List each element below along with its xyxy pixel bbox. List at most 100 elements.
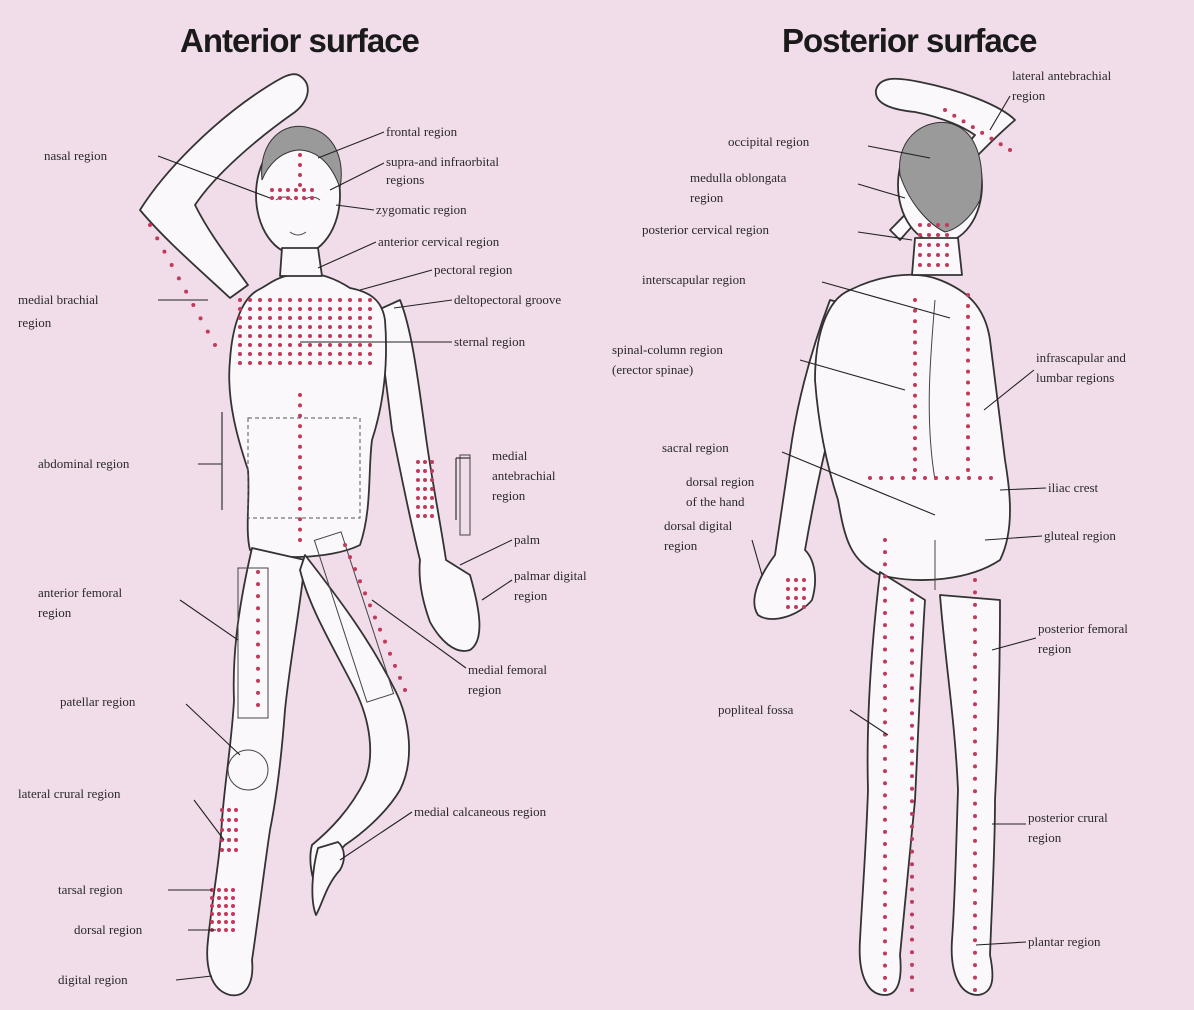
region-dot <box>910 938 914 942</box>
region-dot <box>220 848 224 852</box>
region-dot <box>248 307 252 311</box>
region-dot <box>989 137 993 141</box>
region-dot <box>973 951 977 955</box>
region-dot <box>973 839 977 843</box>
region-dot <box>258 325 262 329</box>
label-anterior-femoral-2: region <box>38 605 72 620</box>
label-abdominal-region: abdominal region <box>38 456 130 471</box>
label-spinal-column-1: spinal-column region <box>612 342 723 357</box>
region-dot <box>868 476 872 480</box>
region-dot <box>238 307 242 311</box>
region-dot <box>973 715 977 719</box>
region-dot <box>952 114 956 118</box>
region-dot <box>973 876 977 880</box>
region-dot <box>210 904 214 908</box>
region-dot <box>883 720 887 724</box>
region-dot <box>368 361 372 365</box>
region-dot <box>973 665 977 669</box>
region-dot <box>238 361 242 365</box>
region-dot <box>318 307 322 311</box>
region-dot <box>298 538 302 542</box>
region-dot <box>256 691 260 695</box>
region-dot <box>883 757 887 761</box>
region-dot <box>913 436 917 440</box>
region-dot <box>973 901 977 905</box>
region-dot <box>286 188 290 192</box>
region-dot <box>358 361 362 365</box>
region-dot <box>1008 148 1012 152</box>
label-gluteal-region: gluteal region <box>1044 528 1116 543</box>
region-dot <box>348 325 352 329</box>
region-dot <box>956 476 960 480</box>
region-dot <box>302 188 306 192</box>
region-dot <box>973 702 977 706</box>
label-posterior-crural-2: region <box>1028 830 1062 845</box>
region-dot <box>883 562 887 566</box>
label-infrascapular-1: infrascapular and <box>1036 350 1126 365</box>
region-dot <box>258 307 262 311</box>
region-dot <box>966 457 970 461</box>
label-dorsal-hand-2: of the hand <box>686 494 745 509</box>
region-dot <box>268 307 272 311</box>
region-dot <box>913 457 917 461</box>
label-anterior-femoral-1: anterior femoral <box>38 585 122 600</box>
region-dot <box>278 361 282 365</box>
region-dot <box>298 307 302 311</box>
region-dot <box>328 325 332 329</box>
region-dot <box>786 596 790 600</box>
region-dot <box>910 762 914 766</box>
region-dot <box>883 660 887 664</box>
region-dot <box>883 830 887 834</box>
region-dot <box>927 253 931 257</box>
label-plantar-region: plantar region <box>1028 934 1101 949</box>
anterior-title: Anterior surface <box>180 22 420 59</box>
region-dot <box>910 963 914 967</box>
region-dot <box>927 263 931 267</box>
region-dot <box>224 904 228 908</box>
region-dot <box>883 939 887 943</box>
region-dot <box>423 496 427 500</box>
region-dot <box>416 514 420 518</box>
region-dot <box>338 325 342 329</box>
region-dot <box>278 325 282 329</box>
region-dot <box>913 426 917 430</box>
region-dot <box>966 370 970 374</box>
region-dot <box>270 188 274 192</box>
region-dot <box>802 587 806 591</box>
region-dot <box>238 334 242 338</box>
region-dot <box>890 476 894 480</box>
region-dot <box>910 711 914 715</box>
region-dot <box>343 543 347 547</box>
region-dot <box>936 243 940 247</box>
region-dot <box>794 587 798 591</box>
region-dot <box>913 415 917 419</box>
region-dot <box>945 243 949 247</box>
region-dot <box>288 343 292 347</box>
region-dot <box>879 476 883 480</box>
region-dot <box>258 361 262 365</box>
region-dot <box>910 736 914 740</box>
region-dot <box>256 618 260 622</box>
region-dot <box>918 263 922 267</box>
region-dot <box>883 696 887 700</box>
region-dot <box>199 316 203 320</box>
region-dot <box>910 887 914 891</box>
region-dot <box>883 708 887 712</box>
region-dot <box>430 478 434 482</box>
region-dot <box>973 727 977 731</box>
region-dot <box>901 476 905 480</box>
region-dot <box>256 679 260 683</box>
label-palmar-digital-1: palmar digital <box>514 568 587 583</box>
region-dot <box>256 582 260 586</box>
region-dot <box>416 505 420 509</box>
region-dot <box>238 343 242 347</box>
region-dot <box>220 808 224 812</box>
region-dot <box>318 352 322 356</box>
region-dot <box>393 664 397 668</box>
label-orbital-region-2: regions <box>386 172 424 187</box>
region-dot <box>973 740 977 744</box>
region-dot <box>918 253 922 257</box>
label-medial-femoral-1: medial femoral <box>468 662 547 677</box>
region-dot <box>978 476 982 480</box>
